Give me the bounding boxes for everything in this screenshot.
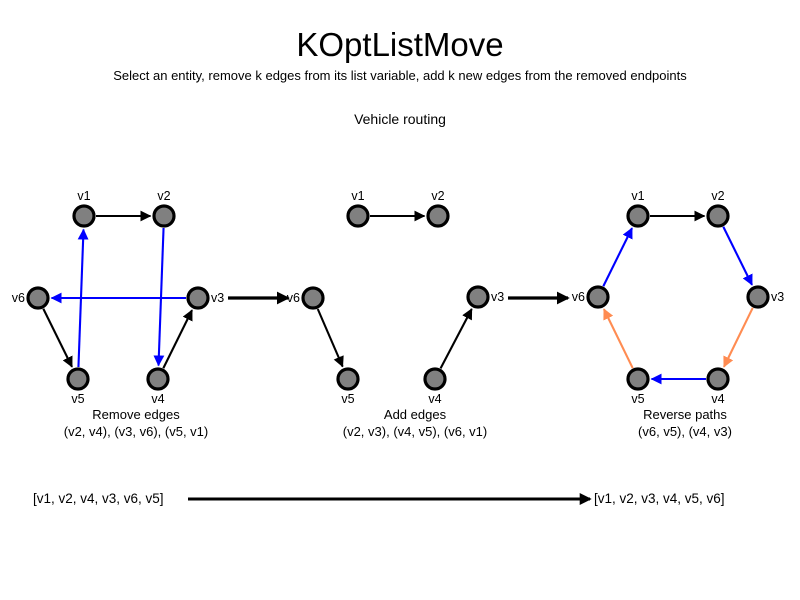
page-subtitle: Select an entity, remove k edges from it… bbox=[113, 68, 687, 83]
node-circle-v5[interactable] bbox=[66, 367, 90, 391]
graph-node-v4[interactable]: v4 bbox=[423, 367, 447, 406]
node-label-v5: v5 bbox=[341, 392, 354, 406]
node-circle-v2[interactable] bbox=[706, 204, 730, 228]
graph-node-v5[interactable]: v5 bbox=[336, 367, 360, 406]
node-label-v3: v3 bbox=[211, 291, 224, 305]
graph-node-v1[interactable]: v1 bbox=[346, 189, 370, 228]
node-label-v2: v2 bbox=[157, 189, 170, 203]
graph-node-v3[interactable]: v3 bbox=[746, 285, 784, 309]
node-circle-v1[interactable] bbox=[72, 204, 96, 228]
node-label-v2: v2 bbox=[711, 189, 724, 203]
edge-v4-v3 bbox=[439, 308, 473, 369]
caption-subtitle: (v6, v5), (v4, v3) bbox=[638, 424, 732, 439]
node-label-v1: v1 bbox=[351, 189, 364, 203]
edges-layer bbox=[42, 210, 754, 385]
node-label-v4: v4 bbox=[151, 392, 164, 406]
graph-node-v5[interactable]: v5 bbox=[626, 367, 650, 406]
panel-caption-reverse: Reverse paths (v6, v5), (v4, v3) bbox=[555, 406, 800, 440]
node-label-v4: v4 bbox=[711, 392, 724, 406]
graph-node-v4[interactable]: v4 bbox=[706, 367, 730, 406]
node-circle-v1[interactable] bbox=[346, 204, 370, 228]
caption-title: Reverse paths bbox=[643, 407, 727, 422]
list-before-move: [v1, v2, v4, v3, v6, v5] bbox=[33, 491, 164, 506]
graph-node-v5[interactable]: v5 bbox=[66, 367, 90, 406]
node-label-v1: v1 bbox=[77, 189, 90, 203]
node-label-v5: v5 bbox=[631, 392, 644, 406]
graph-node-v6[interactable]: v6 bbox=[572, 285, 610, 309]
node-label-v4: v4 bbox=[428, 392, 441, 406]
node-circle-v4[interactable] bbox=[423, 367, 447, 391]
edge-v6-v5 bbox=[316, 308, 344, 368]
edge-v2-v4 bbox=[153, 227, 165, 367]
node-circle-v4[interactable] bbox=[146, 367, 170, 391]
graph-node-v1[interactable]: v1 bbox=[626, 189, 650, 228]
node-circle-v2[interactable] bbox=[426, 204, 450, 228]
node-circle-v6[interactable] bbox=[26, 286, 50, 310]
panel-caption-add: Add edges (v2, v3), (v4, v5), (v6, v1) bbox=[285, 406, 545, 440]
edge-v6-v5 bbox=[42, 308, 73, 368]
graph-node-v3[interactable]: v3 bbox=[186, 286, 224, 310]
graph-node-v2[interactable]: v2 bbox=[426, 189, 450, 228]
node-circle-v3[interactable] bbox=[746, 285, 770, 309]
panel-caption-remove: Remove edges (v2, v4), (v3, v6), (v5, v1… bbox=[6, 406, 266, 440]
node-circle-v6[interactable] bbox=[586, 285, 610, 309]
node-label-v6: v6 bbox=[287, 291, 300, 305]
node-label-v5: v5 bbox=[71, 392, 84, 406]
node-circle-v5[interactable] bbox=[626, 367, 650, 391]
node-circle-v1[interactable] bbox=[626, 204, 650, 228]
graph-node-v2[interactable]: v2 bbox=[706, 189, 730, 228]
edge-v5-v1 bbox=[77, 228, 89, 368]
caption-subtitle: (v2, v3), (v4, v5), (v6, v1) bbox=[342, 424, 488, 439]
graph-node-v6[interactable]: v6 bbox=[12, 286, 50, 310]
node-circle-v3[interactable] bbox=[186, 286, 210, 310]
caption-subtitle: (v2, v4), (v3, v6), (v5, v1) bbox=[63, 424, 209, 439]
page-title: KOptListMove bbox=[296, 26, 504, 63]
node-label-v1: v1 bbox=[631, 189, 644, 203]
graph-node-v4[interactable]: v4 bbox=[146, 367, 170, 406]
edge-v4-v3 bbox=[162, 309, 193, 369]
edge-v6-v1 bbox=[602, 227, 633, 287]
graph-node-v1[interactable]: v1 bbox=[72, 189, 96, 228]
node-label-v3: v3 bbox=[491, 290, 504, 304]
caption-title: Remove edges bbox=[92, 407, 180, 422]
caption-title: Add edges bbox=[383, 407, 447, 422]
graph-node-v2[interactable]: v2 bbox=[152, 189, 176, 228]
edge-v3-v4 bbox=[722, 307, 754, 368]
edge-v5-v6 bbox=[602, 308, 634, 369]
nodes-layer: v1 v2 v3 v4 v5 v6 v1 v2 v3 v4 v5 v6 v1 v2 v3 v4 v5 v6 bbox=[12, 189, 784, 406]
edge-v2-v3 bbox=[722, 226, 753, 286]
node-circle-v3[interactable] bbox=[466, 285, 490, 309]
domain-label: Vehicle routing bbox=[354, 111, 446, 127]
node-circle-v2[interactable] bbox=[152, 204, 176, 228]
list-after-move: [v1, v2, v3, v4, v5, v6] bbox=[594, 491, 725, 506]
graph-node-v3[interactable]: v3 bbox=[466, 285, 504, 309]
node-label-v6: v6 bbox=[12, 291, 25, 305]
node-label-v2: v2 bbox=[431, 189, 444, 203]
graph-node-v6[interactable]: v6 bbox=[287, 286, 325, 310]
node-circle-v4[interactable] bbox=[706, 367, 730, 391]
node-circle-v5[interactable] bbox=[336, 367, 360, 391]
node-label-v3: v3 bbox=[771, 290, 784, 304]
node-label-v6: v6 bbox=[572, 290, 585, 304]
node-circle-v6[interactable] bbox=[301, 286, 325, 310]
